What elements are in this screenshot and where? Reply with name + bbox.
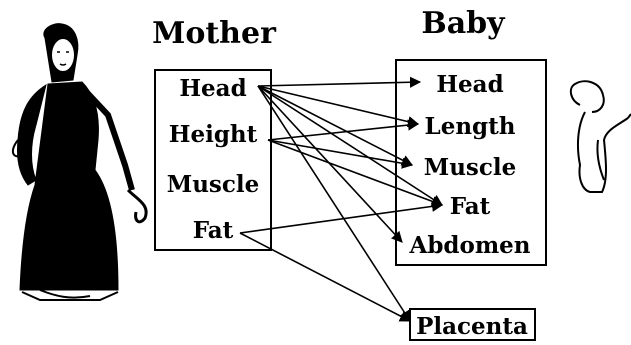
baby-node-fat: Fat: [450, 193, 491, 220]
baby-node-abdomen: Abdomen: [408, 232, 530, 259]
mother-node-head: Head: [179, 75, 246, 102]
arrow-mother-head-to-baby-muscle: [258, 86, 412, 165]
placenta-label: Placenta: [416, 313, 528, 340]
mother-figure-icon: [13, 24, 146, 300]
baby-node-head: Head: [436, 71, 503, 98]
arrow-mother-fat-to-placenta: [240, 233, 410, 321]
arrow-mother-height-to-baby-muscle: [268, 140, 412, 165]
baby-figure-icon: [571, 81, 631, 192]
arrow-mother-head-to-baby-length: [258, 86, 418, 124]
arrow-mother-height-to-baby-fat: [268, 140, 442, 205]
baby-title: Baby: [421, 6, 506, 41]
mother-node-muscle: Muscle: [167, 171, 260, 198]
arrow-mother-head-to-placenta: [258, 86, 410, 321]
mother-title: Mother: [152, 16, 277, 51]
mother-node-fat: Fat: [193, 217, 234, 244]
mother-node-height: Height: [169, 121, 258, 148]
arrow-mother-head-to-baby-fat: [258, 86, 442, 205]
baby-node-muscle: Muscle: [424, 154, 517, 181]
baby-node-length: Length: [425, 113, 516, 140]
